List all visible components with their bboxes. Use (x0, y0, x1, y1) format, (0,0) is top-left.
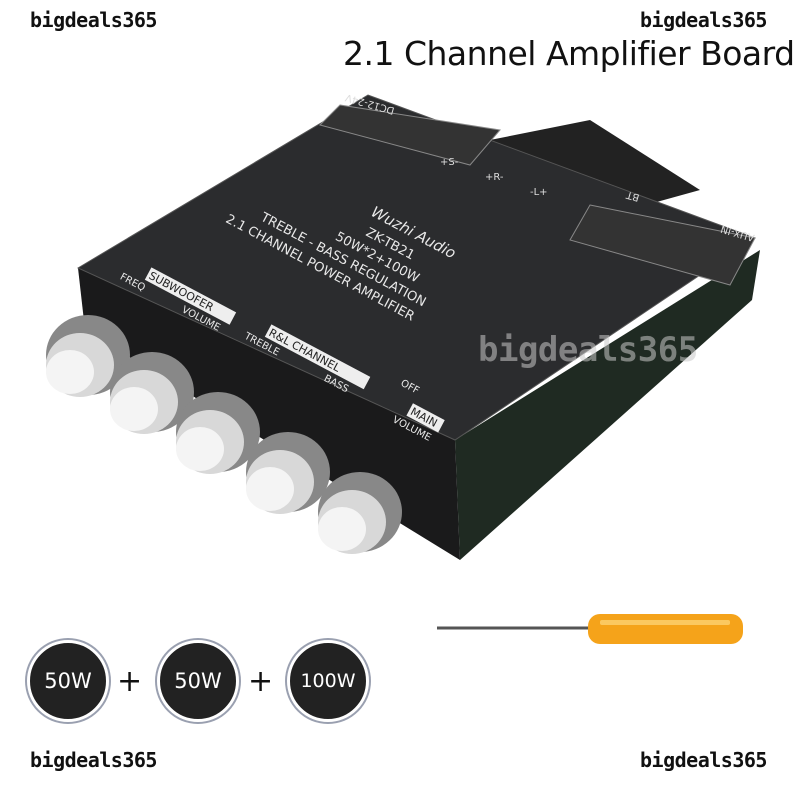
heatsink (490, 120, 700, 215)
plus-sign: + (117, 664, 143, 699)
knobs (46, 315, 402, 554)
speaker-label: +S- (440, 157, 459, 168)
aux-bt-panel (569, 204, 756, 286)
watermark: bigdeals365 (640, 8, 767, 32)
rl-channel-tag (264, 324, 371, 390)
watermark: bigdeals365 (30, 748, 157, 772)
dc-port-panel (319, 104, 501, 166)
watermark: bigdeals365 (30, 8, 157, 32)
screwdriver (437, 614, 743, 644)
product-title: 2.1 Channel Amplifier Board (343, 34, 795, 73)
subwoofer-tag (144, 267, 237, 325)
watermark: bigdeals365 (640, 748, 767, 772)
power-badge: 50W (157, 640, 239, 722)
bt-label: BT (624, 188, 640, 202)
knob-treble (176, 392, 260, 474)
speaker-label: +R- (485, 172, 504, 183)
watermark: bigdeals365 (478, 330, 698, 370)
knob-sub-volume (110, 352, 194, 434)
knob-main-volume (318, 472, 402, 554)
pcb-edge (455, 250, 760, 560)
main-tag (406, 403, 445, 433)
power-badge: 50W (27, 640, 109, 722)
knob-freq (46, 315, 130, 397)
speaker-label: -L+ (530, 187, 548, 198)
power-badge: 100W (287, 640, 369, 722)
plus-sign: + (248, 664, 274, 699)
knob-bass (246, 432, 330, 514)
